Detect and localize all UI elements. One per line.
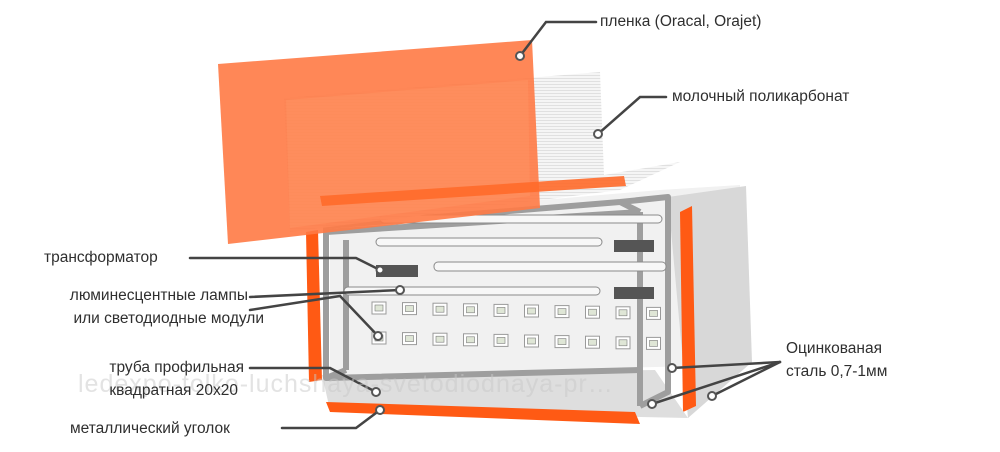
label-steel-line1: Оцинкованая bbox=[786, 340, 882, 357]
label-lamps-line1: люминесцентные лампы bbox=[69, 287, 248, 304]
label-film: пленка (Oracal, Orajet) bbox=[600, 13, 762, 30]
led-chip bbox=[618, 309, 628, 317]
label-pipe-line2: квадратная 20х20 bbox=[109, 382, 238, 399]
leader-lines bbox=[188, 20, 782, 430]
label-polycarbonate: молочный поликарбонат bbox=[672, 88, 850, 105]
right-orange-edge bbox=[680, 206, 696, 412]
led-chip bbox=[405, 305, 414, 312]
led-chip bbox=[405, 335, 414, 342]
led-chip bbox=[588, 308, 597, 316]
led-chip bbox=[374, 304, 384, 312]
led-chip bbox=[527, 337, 536, 345]
label-angle: металлический уголок bbox=[70, 420, 230, 437]
led-chip bbox=[649, 310, 658, 317]
led-chip bbox=[557, 308, 567, 315]
led-chip bbox=[435, 305, 445, 313]
led-chip bbox=[527, 307, 536, 315]
left-orange-edge bbox=[306, 230, 322, 382]
orange-film-strip bbox=[320, 176, 626, 206]
bottom-orange-edge bbox=[326, 402, 640, 424]
label-transformer: трансформатор bbox=[44, 249, 158, 266]
label-pipe-line1: труба профильная bbox=[109, 359, 244, 376]
led-chip bbox=[435, 335, 445, 343]
transformers bbox=[376, 240, 654, 299]
led-chip bbox=[557, 338, 567, 345]
led-chip bbox=[649, 340, 658, 347]
led-chip bbox=[466, 336, 475, 344]
label-steel-line2: сталь 0,7-1мм bbox=[786, 363, 888, 380]
led-chip bbox=[466, 306, 475, 314]
led-chip bbox=[588, 338, 597, 346]
led-chip bbox=[496, 307, 506, 314]
fluorescent-tubes bbox=[343, 214, 667, 296]
led-modules-grid bbox=[371, 301, 661, 350]
label-lamps-line2: или светодиодные модули bbox=[73, 310, 264, 327]
leader-dots bbox=[371, 51, 717, 415]
led-chip bbox=[496, 337, 506, 344]
led-chip bbox=[618, 339, 628, 347]
